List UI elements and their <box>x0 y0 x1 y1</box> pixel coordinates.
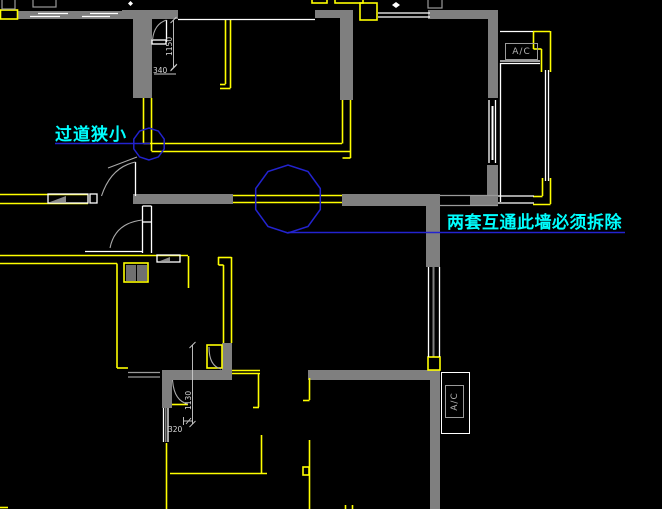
appliance-symbol <box>126 265 147 281</box>
corridor-annotation-text: 过道狭小 <box>55 125 127 145</box>
wall-segments <box>18 10 498 509</box>
door-swing-arcs <box>100 19 222 405</box>
markup-annotations <box>55 127 625 234</box>
dimension-1150: 1150 <box>165 36 174 56</box>
ac-unit-outline-bottom <box>441 372 470 434</box>
threshold-hatches <box>50 196 170 261</box>
markup-circle-wall <box>254 164 322 234</box>
white-detail-lines <box>30 12 550 442</box>
demolish-annotation-text: 两套互通此墙必须拆除 <box>447 213 622 233</box>
thin-wall-outlines <box>1 0 498 378</box>
ac-unit-label-top: A/C <box>505 43 538 60</box>
ac-unit-label-bottom: A/C <box>445 385 464 418</box>
dimension-lines <box>154 16 196 428</box>
diamond-markers <box>128 1 400 8</box>
markup-circle-corridor <box>133 127 165 161</box>
dimension-320: 320 <box>168 425 183 434</box>
dimension-340: 340 <box>153 66 168 75</box>
dimension-1130: 1130 <box>184 390 193 410</box>
